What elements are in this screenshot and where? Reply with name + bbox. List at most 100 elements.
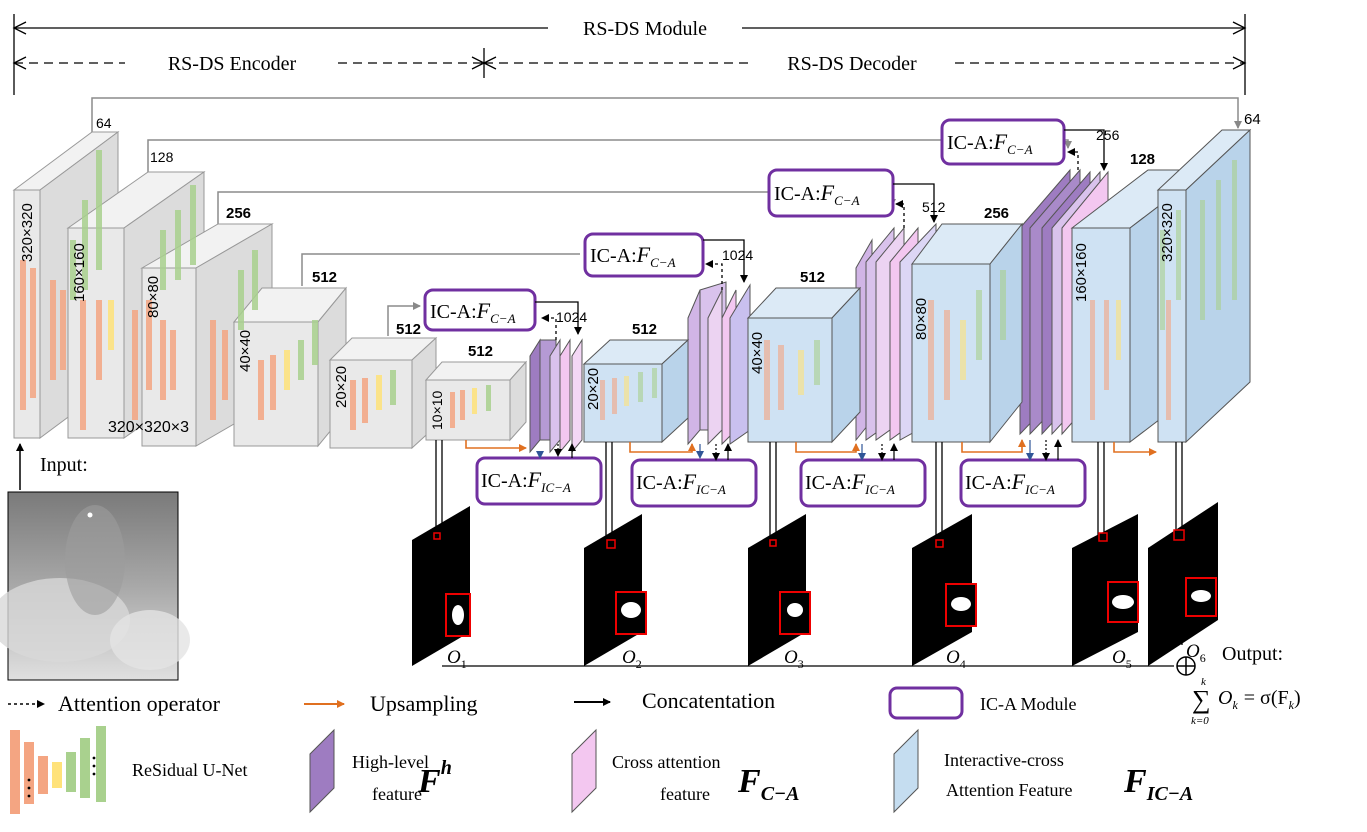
stack-attention-arrows	[536, 439, 1062, 461]
decoder-size-4: 160×160	[1073, 243, 1090, 302]
encoder-size-2: 160×160	[71, 243, 88, 302]
module-title: RS-DS Module	[583, 18, 707, 40]
encoder-channels-4: 512	[312, 269, 337, 286]
encoder-channels-3: 256	[226, 205, 251, 222]
header-bars	[12, 14, 1247, 95]
legend-cross: Cross attention feature FC−A	[612, 752, 800, 805]
ica-bottom-box-1: IC-A:FIC−A	[475, 456, 603, 506]
feature-stack-1	[529, 338, 583, 454]
svg-text:O1: O1	[447, 647, 467, 671]
svg-text:O4: O4	[946, 647, 966, 671]
ica-bottom-box-2: IC-A:FIC−A	[630, 458, 758, 508]
decoder-title: RS-DS Decoder	[787, 53, 917, 75]
svg-text:High-level: High-level	[352, 752, 429, 772]
decoder-size-2: 40×40	[749, 332, 766, 374]
svg-text:IC-A:FC−A: IC-A:FC−A	[947, 129, 1033, 157]
output-map-4	[912, 514, 977, 666]
legend-upsampling: Upsampling	[304, 691, 478, 716]
legend-high-level: High-level feature Fh	[352, 752, 452, 804]
legend-interactive-icon	[893, 728, 919, 814]
feature-stack-2	[687, 281, 751, 446]
svg-text:feature: feature	[660, 784, 710, 804]
encoder-size-4: 40×40	[237, 330, 254, 372]
encoder-channels-5: 512	[396, 321, 421, 338]
ica-top-box-3: IC-A:FC−A	[767, 168, 895, 218]
ica-bottom-box-3: IC-A:FIC−A	[799, 458, 927, 508]
svg-text:O5: O5	[1112, 647, 1132, 671]
output-labels: O1 O2 O3 O4 O5 O6	[447, 641, 1206, 671]
input-image	[0, 491, 190, 681]
svg-text:FC−A: FC−A	[737, 763, 800, 805]
encoder-size-3: 80×80	[145, 276, 162, 318]
encoder-channels-2: 128	[150, 149, 174, 165]
encoder-title: RS-DS Encoder	[168, 53, 297, 75]
legend-attention: Attention operator	[8, 691, 221, 716]
svg-text:O6: O6	[1186, 641, 1206, 665]
decoder-size-1: 20×20	[585, 368, 602, 410]
concat-channels-1: 1024	[556, 309, 587, 325]
svg-text:IC-A:FC−A: IC-A:FC−A	[590, 242, 676, 270]
svg-text:IC-A:FIC−A: IC-A:FIC−A	[965, 469, 1055, 497]
svg-text:IC-A:FIC−A: IC-A:FIC−A	[805, 469, 895, 497]
svg-text:∑: ∑	[1192, 685, 1211, 714]
svg-text:feature: feature	[372, 784, 422, 804]
encoder-channels-1: 64	[96, 115, 112, 131]
svg-text:k: k	[1201, 676, 1207, 688]
legend-cross-icon	[571, 728, 597, 814]
legend-high-level-icon	[309, 728, 335, 814]
svg-text:O3: O3	[784, 647, 804, 671]
encoder-size-5: 20×20	[333, 366, 350, 408]
encoder-size-1: 320×320	[19, 203, 36, 262]
output-label: Output:	[1222, 643, 1283, 665]
svg-text:IC-A:FIC−A: IC-A:FIC−A	[636, 469, 726, 497]
output-map-1	[412, 506, 471, 666]
decoder-channels-4: 128	[1130, 151, 1155, 168]
encoder-residual-bars	[20, 150, 491, 430]
input-size: 320×320×3	[108, 419, 189, 436]
svg-text:IC-A Module: IC-A Module	[980, 694, 1077, 714]
svg-text:IC-A:FC−A: IC-A:FC−A	[774, 180, 860, 208]
decoder-channels-5: 64	[1244, 111, 1261, 128]
svg-text:Concatentation: Concatentation	[642, 688, 775, 713]
upsampling-arrows	[465, 439, 1157, 456]
svg-text:IC-A:FIC−A: IC-A:FIC−A	[481, 467, 571, 495]
svg-text:O2: O2	[622, 647, 642, 671]
legend-concat: Concatentation	[574, 688, 775, 713]
svg-text:k=0: k=0	[1191, 715, 1209, 727]
legend-interactive: Interactive-cross Attention Feature FIC−…	[944, 750, 1193, 805]
ica-top-box-2: IC-A:FC−A	[583, 232, 705, 278]
ica-top-box-1: IC-A:FC−A	[423, 288, 537, 332]
output-map-2	[584, 514, 647, 666]
output-map-6	[1148, 502, 1218, 666]
output-formula: k ∑ k=0 Ok= σ(Fk)	[1191, 676, 1301, 727]
output-map-5	[1072, 514, 1139, 666]
svg-text:Upsampling: Upsampling	[370, 691, 478, 716]
decoder-size-5: 320×320	[1159, 203, 1176, 262]
concat-channels-4: 256	[1096, 127, 1120, 143]
decoder-residual-bars	[600, 160, 1237, 420]
svg-text:Attention Feature: Attention Feature	[946, 780, 1072, 800]
encoder-size-6: 10×10	[429, 390, 445, 430]
legend-residual: ReSidual U-Net	[132, 760, 247, 780]
svg-text:Fh: Fh	[417, 757, 452, 800]
ica-bottom-box-4: IC-A:FIC−A	[959, 458, 1087, 508]
decoder-channels-1: 512	[632, 321, 657, 338]
encoder-channels-6: 512	[468, 343, 493, 360]
decoder-channels-2: 512	[800, 269, 825, 286]
svg-text:Cross attention: Cross attention	[612, 752, 721, 772]
svg-text:Ok= σ(Fk): Ok= σ(Fk)	[1218, 687, 1301, 712]
svg-text:IC-A:FC−A: IC-A:FC−A	[430, 298, 516, 326]
legend-residual-icon	[10, 726, 106, 814]
ica-top-connectors	[535, 129, 1108, 340]
sum-node	[1176, 656, 1196, 676]
output-map-3	[748, 514, 811, 666]
svg-text:Attention operator: Attention operator	[58, 691, 221, 716]
svg-text:Interactive-cross: Interactive-cross	[944, 750, 1064, 770]
concat-channels-2: 1024	[722, 247, 753, 263]
input-label: Input:	[40, 454, 88, 476]
ica-top-box-4: IC-A:FC−A	[940, 118, 1066, 166]
legend-ica-module: IC-A Module	[888, 686, 1077, 720]
decoder-size-3: 80×80	[913, 298, 930, 340]
decoder-channels-3: 256	[984, 205, 1009, 222]
